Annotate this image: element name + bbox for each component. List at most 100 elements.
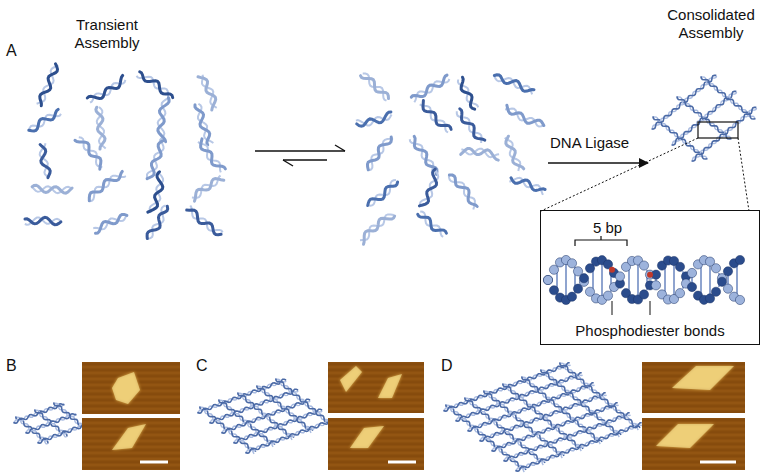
dna-strand bbox=[29, 114, 61, 131]
scan-line bbox=[82, 420, 180, 421]
backbone-sphere bbox=[549, 286, 558, 295]
dna-strand bbox=[147, 140, 164, 179]
afm-image bbox=[642, 418, 745, 470]
scan-line bbox=[328, 370, 424, 371]
lattice-strand bbox=[276, 379, 332, 424]
dna-strand bbox=[361, 76, 389, 99]
scan-line bbox=[642, 468, 745, 469]
scan-line bbox=[642, 394, 745, 395]
dna-strand bbox=[420, 169, 438, 206]
scan-line bbox=[642, 400, 745, 401]
base-pair bbox=[673, 261, 675, 299]
scan-line bbox=[328, 438, 424, 439]
backbone-sphere bbox=[543, 275, 552, 284]
scan-line bbox=[328, 376, 424, 377]
zoom-leader bbox=[738, 138, 749, 211]
dna-strand bbox=[75, 140, 101, 169]
scale-bar bbox=[140, 461, 168, 464]
scan-line bbox=[328, 420, 424, 421]
scan-line bbox=[642, 364, 745, 365]
bond-label: Phosphodiester bonds bbox=[541, 322, 759, 340]
scan-line bbox=[82, 462, 180, 463]
lattice-strand bbox=[479, 393, 605, 441]
scan-line bbox=[642, 420, 745, 421]
backbone-sphere bbox=[603, 291, 612, 300]
dna-strand bbox=[411, 75, 447, 97]
scan-line bbox=[642, 456, 745, 457]
scan-line bbox=[82, 412, 180, 413]
base-pair bbox=[601, 260, 603, 300]
scan-line bbox=[328, 441, 424, 442]
dna-strand bbox=[368, 182, 398, 206]
backbone-sphere bbox=[549, 265, 558, 274]
dna-strand bbox=[418, 214, 447, 233]
scan-line bbox=[328, 409, 424, 410]
dna-strand bbox=[187, 210, 221, 235]
afm-blob bbox=[112, 424, 146, 450]
backbone-sphere bbox=[567, 292, 576, 301]
scan-line bbox=[328, 453, 424, 454]
dna-strand bbox=[511, 178, 545, 191]
lattice-strand bbox=[700, 77, 755, 119]
dimension-label: 5 bp bbox=[593, 219, 622, 237]
scan-line bbox=[328, 364, 424, 365]
dna-strand bbox=[494, 75, 534, 92]
reverse-arrow bbox=[283, 159, 327, 160]
dna-strand bbox=[40, 64, 58, 106]
afm-image bbox=[328, 418, 424, 470]
afm-blob bbox=[378, 374, 402, 398]
zoom-box bbox=[698, 122, 738, 138]
backbone-sphere bbox=[579, 274, 588, 283]
figure-label: Transient Assembly bbox=[60, 16, 154, 52]
scan-line bbox=[328, 462, 424, 463]
backbone-sphere bbox=[711, 287, 720, 296]
lattice-strand bbox=[692, 108, 756, 162]
scan-line bbox=[82, 370, 180, 371]
lattice-strand bbox=[245, 419, 334, 453]
afm-image bbox=[328, 362, 424, 413]
scan-line bbox=[328, 412, 424, 413]
dna-lattices bbox=[13, 75, 756, 472]
scan-line bbox=[82, 409, 180, 410]
base-pair bbox=[709, 262, 711, 299]
bond-leader bbox=[612, 301, 613, 315]
backbone-sphere bbox=[711, 264, 720, 273]
backbone-sphere bbox=[567, 259, 576, 268]
scan-line bbox=[642, 403, 745, 404]
afm-blob bbox=[112, 372, 140, 404]
lattice-strand bbox=[560, 363, 640, 428]
dna-strand bbox=[158, 98, 169, 141]
dna-strand bbox=[419, 169, 436, 206]
dna-strand bbox=[461, 148, 499, 160]
scan-line bbox=[82, 465, 180, 466]
bond-leader bbox=[650, 301, 651, 315]
dna-strand bbox=[25, 217, 61, 224]
scan-line bbox=[328, 447, 424, 448]
double-helix bbox=[543, 255, 744, 304]
scan-line bbox=[82, 423, 180, 424]
dna-strand bbox=[89, 171, 122, 200]
figure-label: Consolidated Assembly bbox=[662, 6, 760, 42]
lattice-strand bbox=[233, 409, 322, 443]
dna-strand bbox=[368, 137, 392, 170]
scan-line bbox=[328, 403, 424, 404]
scan-line bbox=[82, 426, 180, 427]
scan-line bbox=[328, 397, 424, 398]
backbone-sphere bbox=[639, 261, 648, 270]
dna-strand bbox=[140, 72, 173, 98]
half-head bbox=[335, 145, 345, 151]
afm-image bbox=[82, 362, 180, 414]
dna-strand bbox=[32, 185, 72, 193]
backbone-sphere bbox=[735, 255, 744, 264]
panel-letter: A bbox=[6, 42, 17, 60]
scale-bar bbox=[700, 461, 736, 464]
dna-strand bbox=[506, 136, 524, 169]
scan-line bbox=[328, 426, 424, 427]
dna-strand bbox=[460, 109, 485, 140]
backbone-sphere bbox=[675, 262, 684, 271]
scan-line bbox=[82, 468, 180, 469]
lattice-strand bbox=[491, 403, 617, 451]
dna-strand bbox=[29, 109, 58, 130]
